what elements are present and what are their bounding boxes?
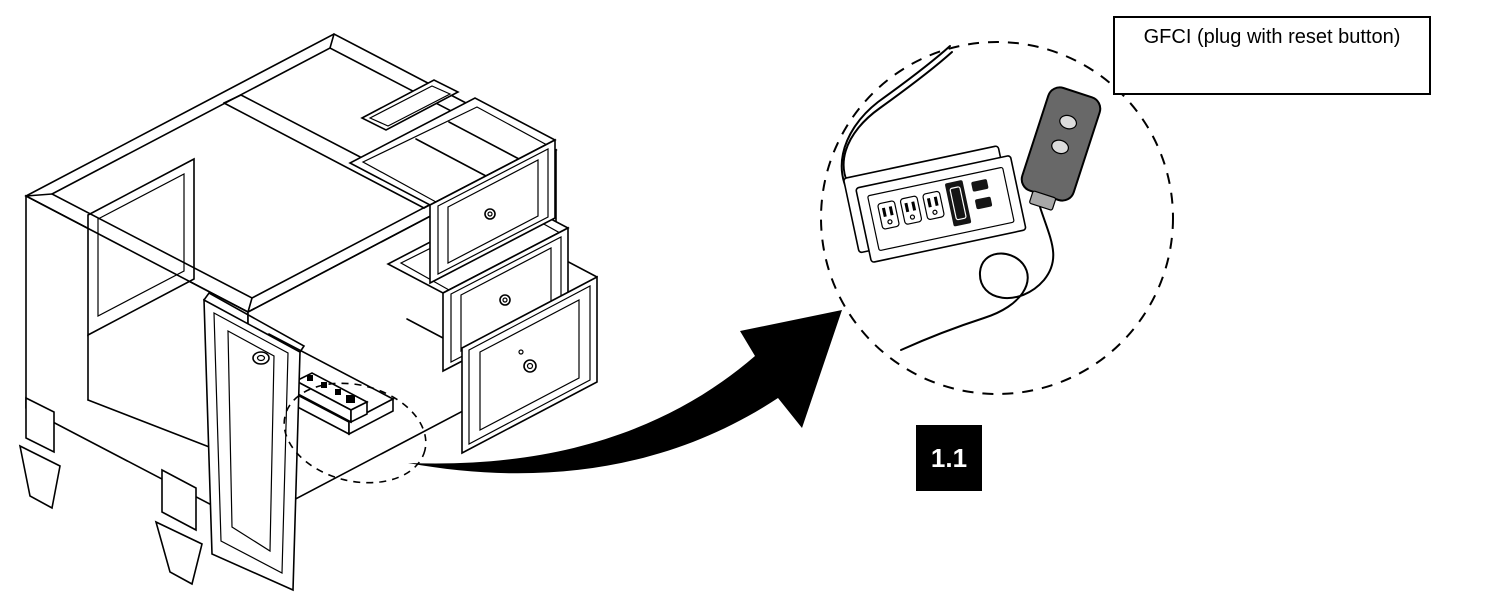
drawer-knob bbox=[523, 359, 537, 373]
test-button bbox=[1051, 139, 1070, 155]
box-divider bbox=[415, 138, 487, 177]
remote-cord bbox=[900, 206, 1055, 351]
detail-callout-ellipse bbox=[283, 382, 427, 484]
receptacle-1 bbox=[877, 200, 900, 230]
drawer-knob bbox=[499, 294, 511, 306]
door-knob bbox=[252, 351, 270, 365]
detail-view bbox=[820, 41, 1174, 395]
outlet-mark bbox=[307, 375, 313, 381]
power-switch bbox=[945, 180, 972, 227]
gfci-outlet-plate bbox=[843, 145, 1027, 263]
interior-back-panel bbox=[87, 157, 249, 463]
switch-mark bbox=[346, 395, 355, 403]
cabinet-illustration bbox=[18, 33, 598, 592]
outlet-mark bbox=[335, 389, 341, 395]
callout-label-text: GFCI (plug with reset button) bbox=[1143, 26, 1401, 48]
cabinet-leg-front-center bbox=[154, 468, 203, 586]
cabinet-door bbox=[203, 291, 306, 592]
drawer-top bbox=[348, 97, 557, 285]
top-frame-divider bbox=[360, 79, 460, 131]
drawer-knob bbox=[484, 208, 496, 220]
receptacle-3 bbox=[922, 190, 945, 220]
leg-foot bbox=[154, 520, 203, 586]
box-divider bbox=[448, 121, 520, 160]
leg-foot bbox=[18, 444, 61, 510]
step-badge-text: 1.1 bbox=[930, 442, 968, 473]
step-badge: 1.1 bbox=[916, 425, 982, 491]
outlet-mark bbox=[321, 382, 327, 388]
reset-remote bbox=[1020, 86, 1102, 211]
callout-label-box: GFCI (plug with reset button) bbox=[1113, 16, 1431, 95]
detail-callout-arrow bbox=[408, 310, 842, 474]
usb-port bbox=[971, 179, 989, 192]
power-strip bbox=[294, 372, 369, 424]
detail-view-circle bbox=[820, 41, 1174, 395]
cabinet-leg-front-left bbox=[18, 396, 61, 510]
receptacle-2 bbox=[899, 195, 923, 225]
reset-button bbox=[1059, 114, 1078, 130]
drawer-bottom bbox=[461, 275, 598, 455]
usb-port bbox=[975, 196, 993, 210]
top-frame-rail bbox=[223, 102, 425, 209]
